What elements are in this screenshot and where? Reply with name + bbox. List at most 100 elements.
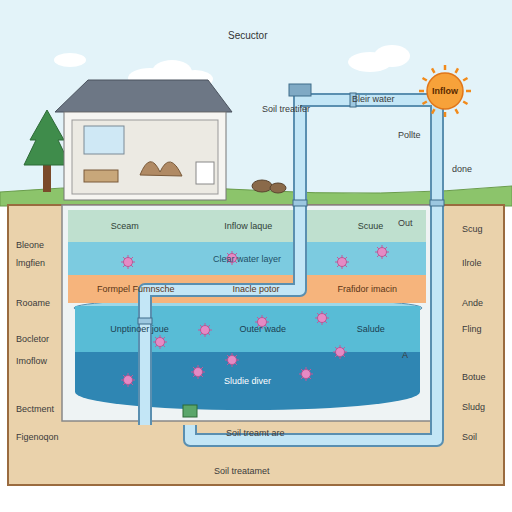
sun-ray bbox=[463, 102, 467, 105]
node-text: Outer wade bbox=[239, 324, 286, 334]
tree-trunk bbox=[43, 160, 51, 192]
layer-band: Sceam Inflow laque Scuue bbox=[68, 210, 426, 242]
chimney bbox=[115, 86, 129, 106]
sun-ray bbox=[463, 78, 467, 81]
roof bbox=[55, 80, 232, 112]
pipe-joint bbox=[293, 200, 307, 206]
microbe bbox=[191, 365, 205, 379]
pipes bbox=[145, 96, 437, 440]
tree-foliage bbox=[24, 110, 70, 165]
cloud bbox=[177, 70, 213, 88]
house bbox=[55, 80, 232, 200]
layer-band: Unptinoer joueOuter wadeSalude bbox=[75, 306, 420, 352]
microbe bbox=[225, 353, 239, 367]
microbe bbox=[255, 315, 269, 329]
microbe bbox=[335, 255, 349, 269]
part-label: Sludg bbox=[462, 402, 485, 412]
part-label: Soil treatifer bbox=[262, 104, 310, 114]
soil-panel bbox=[8, 205, 504, 485]
part-label: Bleone bbox=[16, 240, 44, 250]
part-label: Rooame bbox=[16, 298, 50, 308]
sky bbox=[0, 0, 512, 200]
pipe-joint bbox=[138, 318, 152, 324]
part-label: Scug bbox=[462, 224, 483, 234]
part-label: Bocletor bbox=[16, 334, 49, 344]
part-label: Bectment bbox=[16, 404, 54, 414]
microbe bbox=[121, 373, 135, 387]
sun-ray bbox=[422, 102, 426, 105]
pipe-outline bbox=[145, 96, 300, 425]
clouds bbox=[54, 45, 410, 88]
toilet bbox=[196, 162, 214, 184]
part-label: Soil treatamet bbox=[214, 466, 270, 476]
node-text: Scuue bbox=[358, 221, 384, 231]
cloud bbox=[374, 45, 410, 67]
sun-ray bbox=[444, 65, 447, 70]
part-label: done bbox=[452, 164, 472, 174]
sofa bbox=[84, 170, 118, 182]
pipe-fittings bbox=[138, 84, 444, 417]
part-label: Bleir water bbox=[352, 94, 395, 104]
cloud bbox=[54, 53, 86, 67]
node-text: Frafidor imacin bbox=[337, 284, 397, 294]
sun-ray bbox=[422, 78, 426, 81]
microbes bbox=[121, 245, 389, 387]
sun-ray bbox=[432, 109, 435, 113]
sun-ray bbox=[419, 90, 424, 93]
pipe-outline bbox=[228, 100, 437, 440]
window bbox=[84, 126, 124, 154]
microbe bbox=[315, 311, 329, 325]
pipe-joint bbox=[430, 200, 444, 206]
microbe bbox=[333, 345, 347, 359]
sun-ray bbox=[432, 68, 435, 72]
microbe bbox=[153, 335, 167, 349]
part-label: Fling bbox=[462, 324, 482, 334]
layer-band: Sludie diver bbox=[75, 352, 420, 410]
microbe bbox=[198, 323, 212, 337]
tank-wall bbox=[62, 205, 432, 421]
microbe bbox=[299, 367, 313, 381]
node-text: Sludie diver bbox=[224, 376, 271, 386]
node-text: Formpel Fumnsche bbox=[97, 284, 175, 294]
microbe bbox=[121, 255, 135, 269]
cloud bbox=[128, 68, 172, 88]
part-label: Ande bbox=[462, 298, 483, 308]
plants bbox=[140, 162, 182, 176]
node-text: Clear water layer bbox=[213, 254, 281, 264]
house-interior bbox=[72, 120, 218, 194]
part-label: Figenoqon bbox=[16, 432, 59, 442]
cloud bbox=[152, 60, 192, 84]
node-text: Sceam bbox=[111, 221, 139, 231]
part-label: lmgfien bbox=[16, 258, 45, 268]
sun-badge: Inflow bbox=[418, 64, 472, 118]
grass bbox=[0, 186, 512, 206]
sun-ray bbox=[466, 90, 471, 93]
cloud bbox=[348, 52, 392, 72]
layer-band: Formpel Fumnsche Inacle potor Frafidor ima… bbox=[68, 275, 426, 303]
microbe bbox=[375, 245, 389, 259]
tree bbox=[24, 110, 70, 192]
sun-disc bbox=[427, 73, 463, 109]
part-label: Pollte bbox=[398, 130, 421, 140]
pipe bbox=[228, 100, 437, 440]
house-wall bbox=[64, 112, 226, 200]
pipe-valve bbox=[183, 405, 197, 417]
pipe-outline bbox=[190, 425, 228, 440]
part-label: Imoflow bbox=[16, 356, 47, 366]
node-text: Salude bbox=[357, 324, 385, 334]
pipe bbox=[190, 425, 228, 440]
node-text: Inflow laque bbox=[224, 221, 272, 231]
node-text: Inacle potor bbox=[232, 284, 279, 294]
part-label: A bbox=[402, 350, 408, 360]
rock bbox=[252, 180, 272, 192]
part-label: Soil treamt are bbox=[226, 428, 285, 438]
sun-ray bbox=[456, 68, 459, 72]
part-label: Ilrole bbox=[462, 258, 482, 268]
node-text: Inflow bbox=[432, 86, 458, 96]
sun-ray bbox=[444, 112, 447, 117]
part-label: Soil bbox=[462, 432, 477, 442]
layer-band: Clear water layer bbox=[68, 242, 426, 275]
pipe-cap bbox=[289, 84, 311, 96]
microbe bbox=[225, 251, 239, 265]
